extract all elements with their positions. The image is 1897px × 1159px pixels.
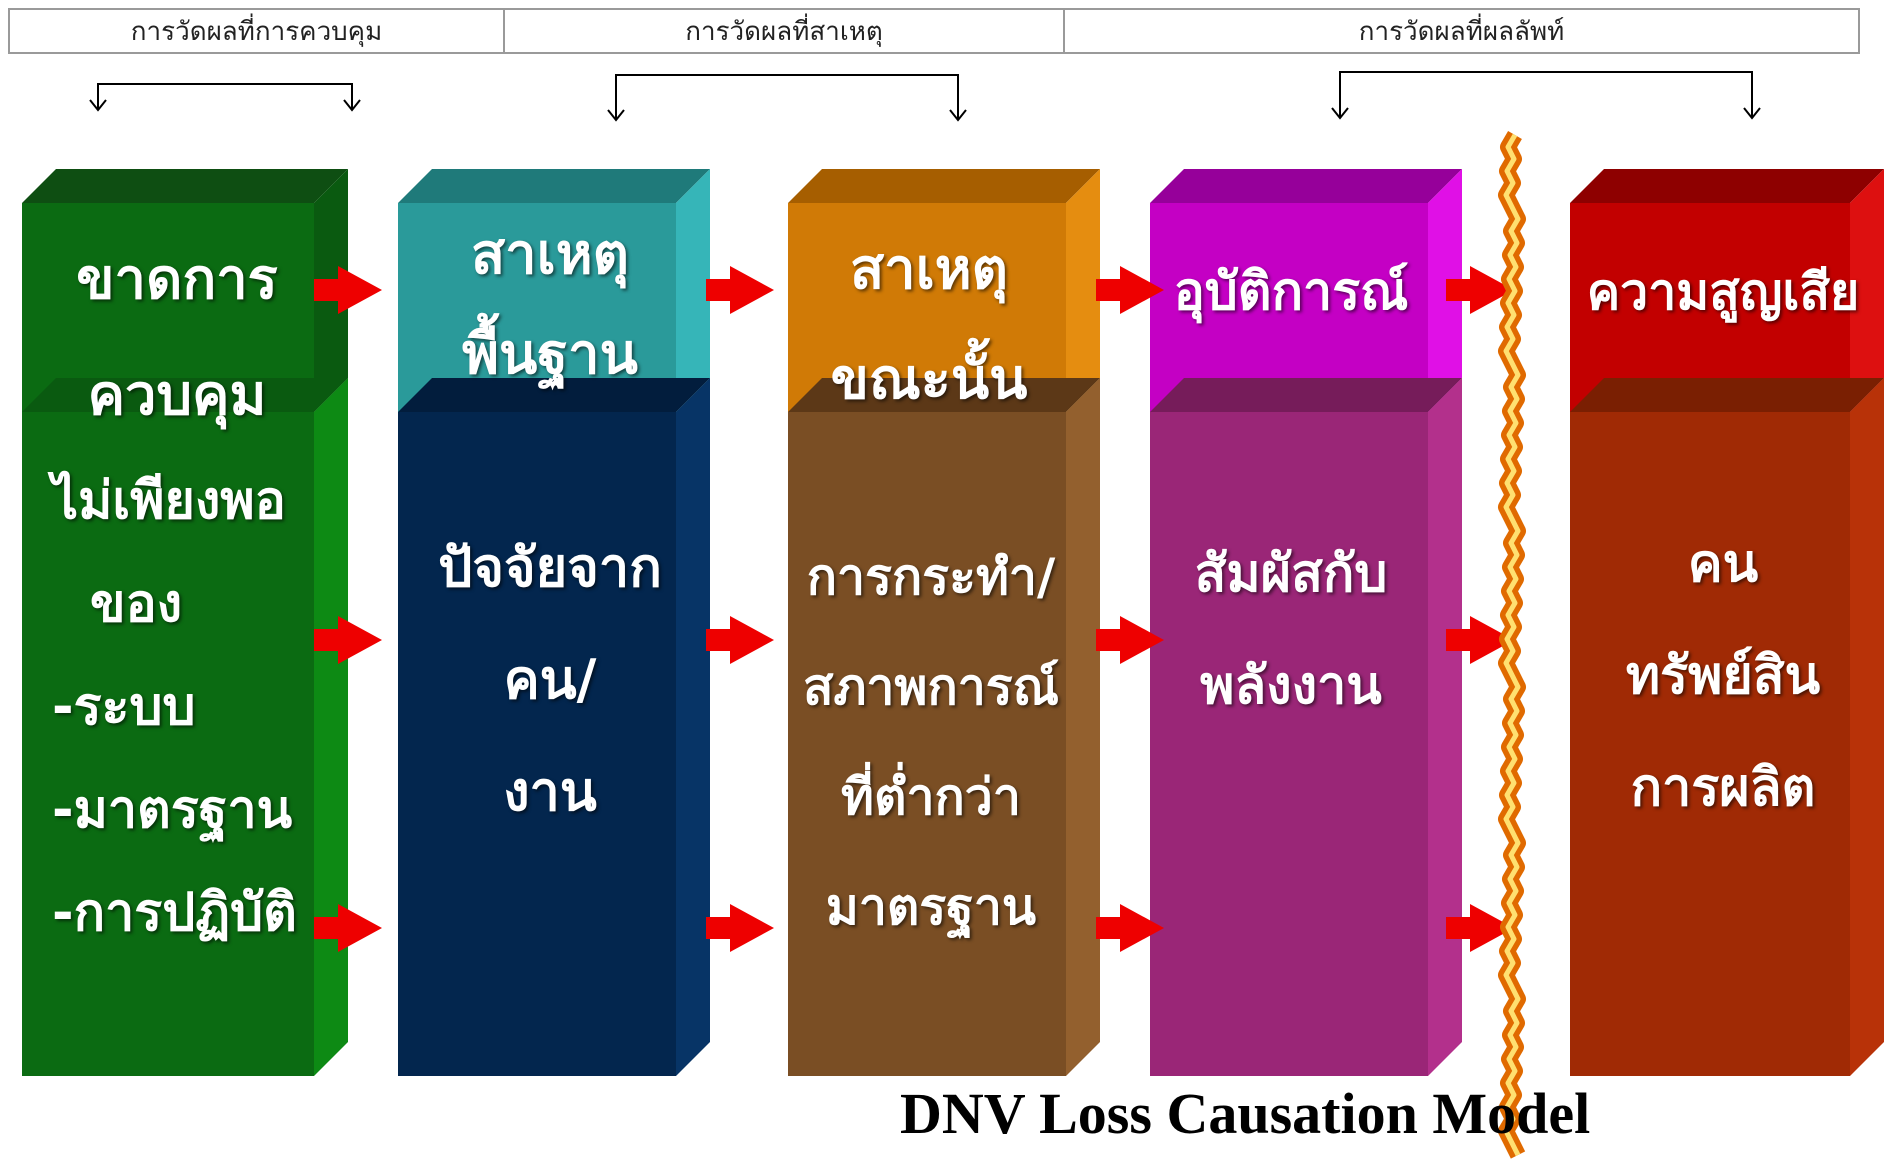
bracket-arrow-icon — [89, 99, 107, 112]
bottom-box-cap — [22, 378, 348, 412]
bottom-box-front — [788, 412, 1066, 1076]
bottom-box-side — [1850, 378, 1884, 1076]
bracket-arrow-icon — [1331, 107, 1349, 120]
text-line: สาเหตุ — [849, 237, 1009, 302]
bottom-box-cap — [1150, 378, 1462, 412]
red-arrow-icon — [1446, 616, 1514, 664]
red-arrow-icon — [314, 616, 382, 664]
bracket-arrow-icon — [607, 109, 625, 122]
top-box-side — [1850, 169, 1884, 412]
text-line: พลังงาน — [1200, 656, 1382, 716]
red-arrow-icon — [1096, 266, 1164, 314]
text-line: ควบคุม — [87, 363, 267, 428]
text-line: อุบัติการณ์ — [1173, 262, 1409, 322]
bottom-box-front — [1150, 412, 1428, 1076]
text-line: งาน — [503, 760, 597, 823]
text-line: -ระบบ — [52, 677, 196, 737]
bracket-arrow-icon — [343, 99, 361, 112]
text-line: สัมผัสกับ — [1194, 544, 1388, 604]
bottom-box-cap — [788, 378, 1100, 412]
top-box-cap — [1150, 169, 1462, 203]
personal-job-factors-label: ปัจจัยจาก คน/ งาน — [398, 512, 702, 848]
bottom-box-side — [1428, 378, 1462, 1076]
red-arrow-icon — [706, 616, 774, 664]
diagram-title: DNV Loss Causation Model — [900, 1081, 1591, 1146]
immediate-causes-label: สาเหตุ ขณะนั้น — [788, 215, 1070, 435]
bottom-box-side — [676, 378, 710, 1076]
text-line: ของ — [90, 574, 183, 634]
lack-of-control-label: ขาดการ ควบคุม — [22, 222, 332, 454]
fire-line-core-icon — [1503, 133, 1521, 1157]
bracket-connector — [1339, 71, 1753, 118]
text-line: ปัจจัยจาก — [438, 536, 662, 599]
top-box-front — [22, 203, 314, 412]
text-line: ขาดการ — [76, 247, 278, 312]
text-line: การผลิต — [1630, 758, 1816, 818]
text-line: ทรัพย์สิน — [1625, 646, 1821, 706]
top-box-front — [1570, 203, 1850, 412]
bracket-arrow-icon — [949, 109, 967, 122]
red-arrow-icon — [314, 266, 382, 314]
substandard-acts-conditions-label: การกระทำ/ สภาพการณ์ ที่ต่ำกว่า มาตรฐาน — [786, 522, 1076, 962]
text-line: ไม่เพียงพอ — [52, 471, 286, 531]
text-line: สาเหตุ — [470, 222, 630, 287]
bracket-connector — [615, 74, 959, 120]
top-box-side — [676, 169, 710, 412]
red-arrow-icon — [314, 904, 382, 952]
bracket-arrow-icon — [1743, 107, 1761, 120]
contact-with-energy-label: สัมผัสกับ พลังงาน — [1150, 518, 1432, 742]
top-box-side — [1428, 169, 1462, 412]
bottom-box-cap — [1570, 378, 1884, 412]
top-box-side — [1066, 169, 1100, 412]
text-line: ขณะนั้น — [830, 347, 1028, 412]
red-arrow-icon — [1446, 904, 1514, 952]
top-box-cap — [398, 169, 710, 203]
header-group-result: การวัดผลที่ผลลัพท์ — [1063, 8, 1860, 54]
top-box-cap — [1570, 169, 1884, 203]
red-arrow-icon — [1096, 616, 1164, 664]
inadequate-systems-label: ไม่เพียงพอ ของ -ระบบ -มาตรฐาน -การปฏิบัต… — [52, 450, 332, 965]
text-line: คน/ — [503, 648, 597, 711]
bracket-connector — [97, 83, 353, 110]
red-arrow-icon — [706, 266, 774, 314]
red-arrow-icon — [706, 904, 774, 952]
text-line: สภาพการณ์ — [802, 658, 1060, 716]
bottom-box-side — [314, 378, 348, 1076]
incident-label: อุบัติการณ์ — [1150, 252, 1432, 332]
basic-causes-label: สาเหตุ พื้นฐาน — [398, 205, 702, 405]
red-arrow-icon — [1446, 266, 1514, 314]
text-line: พื้นฐาน — [462, 322, 638, 387]
top-box-front — [1150, 203, 1428, 412]
text-line: ความสูญเสีย — [1586, 263, 1860, 321]
text-line: การกระทำ/ — [806, 548, 1056, 606]
bottom-box-front — [1570, 412, 1850, 1076]
bottom-box-front — [398, 412, 676, 1076]
text-line: คน — [1687, 534, 1759, 594]
top-box-front — [788, 203, 1066, 412]
top-box-front — [398, 203, 676, 412]
text-line: มาตรฐาน — [825, 878, 1037, 936]
red-arrow-icon — [1096, 904, 1164, 952]
top-box-cap — [22, 169, 348, 203]
top-box-cap — [788, 169, 1100, 203]
bottom-box-side — [1066, 378, 1100, 1076]
bottom-box-front — [22, 412, 314, 1076]
bottom-box-cap — [398, 378, 710, 412]
text-line: -มาตรฐาน — [52, 780, 293, 840]
loss-types-label: คน ทรัพย์สิน การผลิต — [1568, 508, 1878, 844]
text-line: -การปฏิบัติ — [52, 883, 297, 943]
header-group-cause: การวัดผลที่สาเหตุ — [503, 8, 1065, 54]
header-group-control: การวัดผลที่การควบคุม — [8, 8, 505, 54]
loss-label: ความสูญเสีย — [1568, 252, 1878, 332]
text-line: ที่ต่ำกว่า — [841, 768, 1021, 826]
